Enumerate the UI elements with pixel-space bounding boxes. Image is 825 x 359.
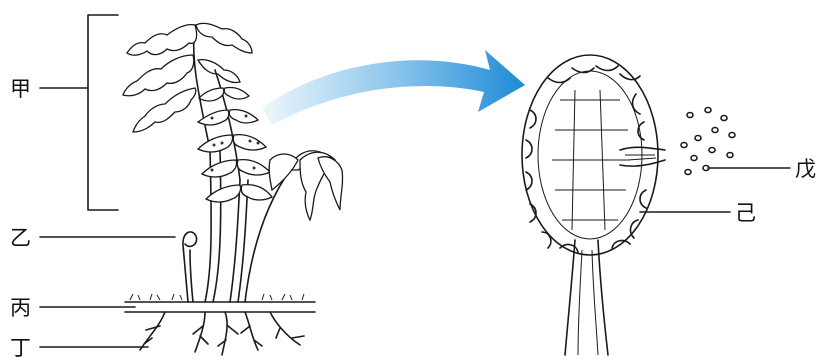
frond-main (123, 23, 252, 150)
label-wu: 戊 (795, 157, 816, 181)
stalk-left (565, 240, 575, 355)
frond-fertile (198, 70, 272, 202)
jia-bracket (88, 15, 118, 210)
sporangium-icon (522, 55, 665, 355)
spores-icon (681, 108, 735, 175)
fiddlehead (183, 232, 197, 302)
curved-arrow-icon (262, 50, 525, 125)
roots (140, 312, 304, 355)
label-jia: 甲 (10, 77, 31, 101)
label-ding: 丁 (10, 336, 31, 359)
fern-plant-icon: 甲 乙 丙 丁 (10, 15, 343, 359)
label-yi: 乙 (10, 226, 31, 250)
label-ji: 己 (735, 201, 756, 225)
stalk-right (598, 240, 608, 355)
label-bing: 丙 (10, 296, 31, 320)
